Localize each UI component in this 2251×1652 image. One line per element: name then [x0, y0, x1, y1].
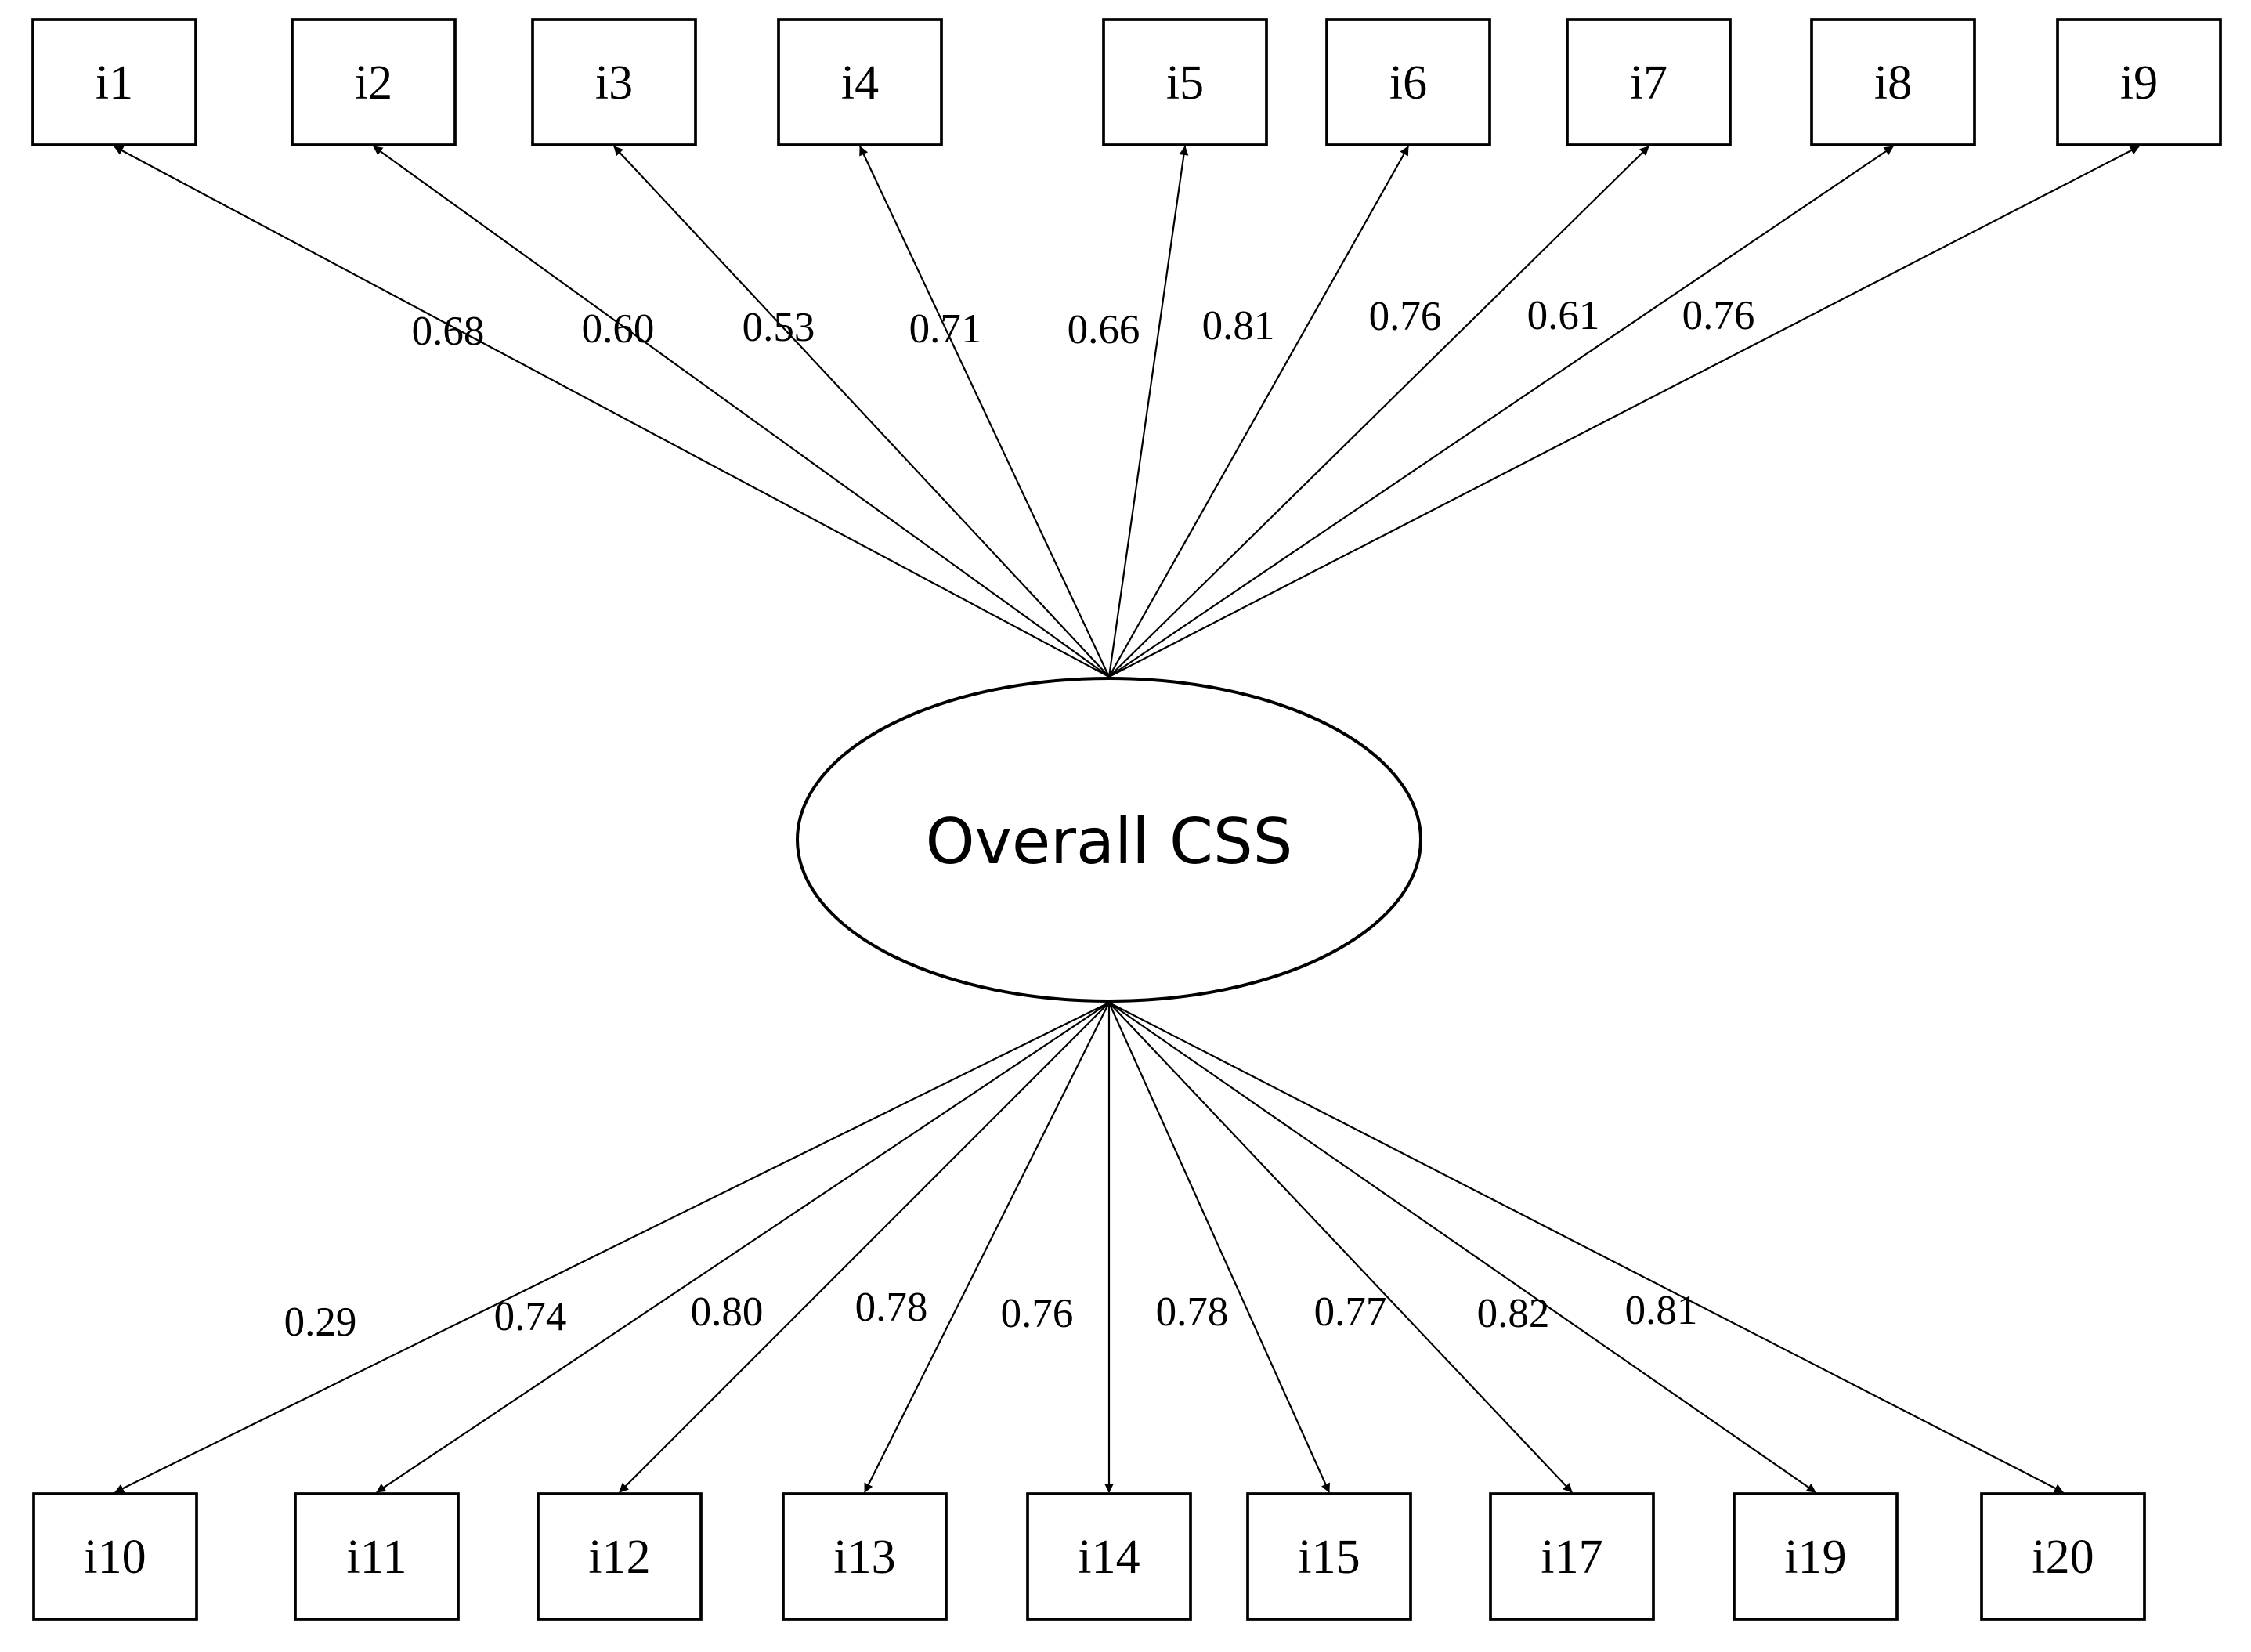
indicator-label: i7 [1630, 56, 1667, 110]
loading-labels: 0.68 0.60 0.53 0.71 0.66 0.81 0.76 0.61 0.76 0.29… [284, 293, 1755, 1345]
path-arrow-i7 [1108, 146, 1649, 678]
indicator-box-i6: i6 [1325, 18, 1491, 146]
loading-label-i14: 0.76 [1001, 1291, 1074, 1336]
top-indicators: i1 i2 i3 i4 i5 i6 i7 i8 i9 [31, 18, 2222, 146]
indicator-label: i13 [833, 1531, 895, 1584]
loading-label-i11: 0.74 [494, 1294, 567, 1339]
indicator-rect [31, 18, 197, 146]
indicator-rect [1489, 1492, 1655, 1621]
indicator-label: i8 [1874, 56, 1912, 110]
indicator-box-i2: i2 [291, 18, 457, 146]
path-arrow-i15 [1107, 1002, 1331, 1493]
indicator-box-i19: i19 [1733, 1492, 1899, 1621]
loading-label-i5: 0.66 [1068, 307, 1140, 352]
loading-label-i15: 0.78 [1156, 1289, 1229, 1335]
indicator-box-i20: i20 [1980, 1492, 2146, 1621]
indicator-rect [1733, 1492, 1899, 1621]
indicator-rect [294, 1492, 460, 1621]
indicator-label: i17 [1541, 1531, 1602, 1584]
factor-ellipse [796, 677, 1422, 1003]
loading-label-i4: 0.71 [909, 306, 982, 352]
path-arrow-i1 [114, 146, 1110, 678]
indicator-rect [1566, 18, 1732, 146]
bottom-indicators: i10 i11 i12 i13 i14 i15 i17 i19 i20 [32, 1492, 2146, 1621]
path-arrow-i8 [1108, 146, 1894, 678]
indicator-rect [537, 1492, 703, 1621]
loading-label-i7: 0.76 [1369, 294, 1442, 339]
indicator-box-i12: i12 [537, 1492, 703, 1621]
loading-label-i1: 0.68 [412, 309, 485, 354]
loading-label-i10: 0.29 [284, 1300, 357, 1345]
indicator-label: i15 [1298, 1531, 1360, 1584]
indicator-label: i4 [841, 56, 879, 110]
indicator-box-i10: i10 [32, 1492, 198, 1621]
indicator-label: i19 [1784, 1531, 1846, 1584]
latent-factor: Overall CSS [796, 677, 1422, 1003]
indicator-box-i9: i9 [2056, 18, 2222, 146]
indicator-box-i3: i3 [531, 18, 697, 146]
path-arrow-i6 [1108, 146, 1409, 678]
indicator-rect [1810, 18, 1976, 146]
path-arrow-i20 [1108, 1002, 2064, 1493]
indicator-label: i14 [1078, 1531, 1140, 1584]
indicator-label: i2 [355, 56, 392, 110]
loading-label-i12: 0.80 [691, 1289, 764, 1335]
loading-label-i2: 0.60 [582, 306, 655, 352]
path-arrow-i5 [1107, 146, 1189, 678]
loading-label-i19: 0.82 [1477, 1291, 1550, 1336]
indicator-rect [32, 1492, 198, 1621]
loading-label-i17: 0.77 [1314, 1289, 1387, 1335]
indicator-label: i20 [2032, 1531, 2094, 1584]
path-arrow-i17 [1108, 1002, 1573, 1493]
indicator-label: i3 [595, 56, 633, 110]
path-arrow-i2 [373, 146, 1110, 678]
path-arrow-i4 [859, 146, 1110, 678]
indicator-box-i15: i15 [1246, 1492, 1412, 1621]
path-arrow-i3 [613, 146, 1110, 678]
path-arrow-i13 [864, 1002, 1110, 1493]
indicator-box-i5: i5 [1102, 18, 1268, 146]
loading-label-i13: 0.78 [855, 1285, 928, 1330]
path-arrow-i12 [619, 1002, 1110, 1493]
indicator-box-i14: i14 [1026, 1492, 1192, 1621]
indicator-label: i12 [588, 1531, 650, 1584]
indicator-rect [1246, 1492, 1412, 1621]
indicator-rect [1026, 1492, 1192, 1621]
path-arrows [114, 146, 2140, 1493]
indicator-rect [782, 1492, 948, 1621]
indicator-box-i17: i17 [1489, 1492, 1655, 1621]
indicator-label: i10 [84, 1531, 146, 1584]
path-arrow-i11 [376, 1002, 1110, 1493]
indicator-box-i1: i1 [31, 18, 197, 146]
indicator-box-i8: i8 [1810, 18, 1976, 146]
indicator-label: i5 [1166, 56, 1204, 110]
path-arrow-i10 [114, 1002, 1110, 1493]
indicator-rect [291, 18, 457, 146]
indicator-rect [1102, 18, 1268, 146]
loading-label-i3: 0.53 [743, 305, 815, 350]
path-arrow-i9 [1108, 146, 2140, 678]
loading-label-i9: 0.76 [1682, 293, 1755, 338]
indicator-rect [1980, 1492, 2146, 1621]
indicator-rect [777, 18, 943, 146]
path-arrow-i19 [1108, 1002, 1816, 1493]
indicator-box-i4: i4 [777, 18, 943, 146]
factor-label: Overall CSS [926, 805, 1293, 878]
indicator-box-i11: i11 [294, 1492, 460, 1621]
loading-label-i6: 0.81 [1202, 303, 1275, 349]
indicator-box-i13: i13 [782, 1492, 948, 1621]
indicator-label: i1 [96, 56, 133, 110]
indicator-rect [1325, 18, 1491, 146]
indicator-label: i6 [1389, 56, 1427, 110]
indicator-label: i9 [2120, 56, 2158, 110]
indicator-label: i11 [347, 1531, 407, 1584]
loading-label-i8: 0.61 [1527, 293, 1600, 338]
indicator-rect [2056, 18, 2222, 146]
indicator-rect [531, 18, 697, 146]
indicator-box-i7: i7 [1566, 18, 1732, 146]
loading-label-i20: 0.81 [1625, 1288, 1698, 1333]
